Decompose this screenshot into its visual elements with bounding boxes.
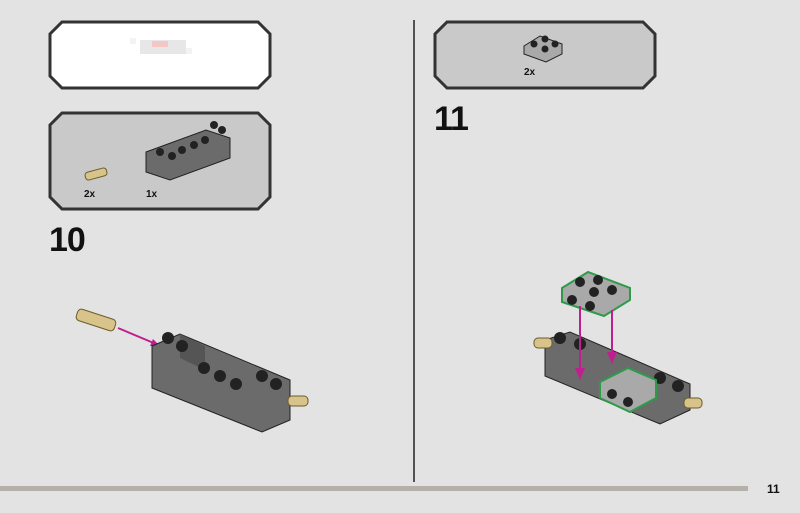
dark-gray-brick-part bbox=[145, 121, 231, 181]
step-number-10: 10 bbox=[49, 221, 86, 259]
assembly-arrow bbox=[117, 327, 157, 345]
faded-assembly-preview bbox=[130, 38, 192, 54]
tan-axle-pin-part bbox=[84, 167, 108, 181]
step-number-11: 11 bbox=[434, 100, 469, 138]
arrow-head bbox=[607, 352, 617, 364]
part-quantity-plate: 2x bbox=[524, 67, 536, 78]
axle-pin-step10 bbox=[75, 308, 117, 332]
highlighted-plate-floating bbox=[561, 270, 631, 318]
part-quantity-pin: 2x bbox=[84, 189, 96, 200]
arrow-head bbox=[575, 368, 585, 380]
light-gray-plate-part bbox=[523, 35, 563, 63]
submodel-callout-frame bbox=[48, 20, 272, 90]
bottom-progress-bar bbox=[0, 486, 748, 491]
dark-gray-brick-step10 bbox=[151, 332, 309, 433]
highlighted-plate-installed bbox=[599, 366, 657, 414]
page-number: 11 bbox=[767, 482, 780, 496]
part-quantity-brick: 1x bbox=[146, 189, 158, 200]
